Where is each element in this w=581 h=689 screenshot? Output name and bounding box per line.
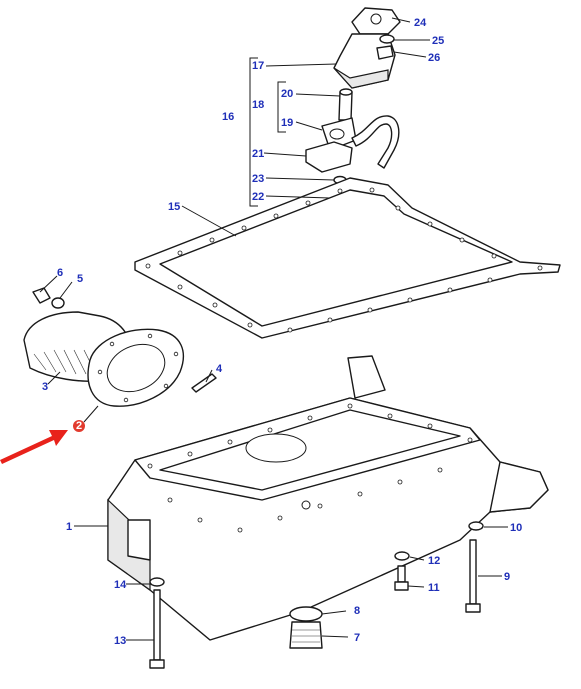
callout-14: 14 [114,579,127,591]
callout-3: 3 [42,381,48,393]
leader-lines [39,17,508,641]
callout-6: 6 [57,267,63,279]
callout-1: 1 [66,521,72,533]
part-13-bolt [153,589,161,661]
callout-2: 2 [76,420,82,432]
part-8-seal [289,606,323,622]
part-1-oil-pan [107,355,549,641]
part-26-nut [376,45,394,60]
callout-16: 16 [222,111,234,123]
part-6-nut [32,287,51,304]
callout-13: 13 [114,635,126,647]
callout-8: 8 [354,605,360,617]
oil-pickup-assembly [305,7,401,203]
callout-17: 17 [252,60,264,72]
group-brackets [249,57,286,207]
part-5-washer [51,297,65,309]
highlight-arrow-icon [0,430,68,464]
part-9-bolt [469,539,477,605]
callout-12: 12 [428,555,440,567]
callout-19: 19 [281,117,293,129]
part-7-drain-plug [289,621,323,649]
callout-15: 15 [168,201,180,213]
part-10-washer [468,521,484,531]
part-4-pin [191,373,217,393]
highlight-marker [0,405,99,464]
callout-25: 25 [432,35,444,47]
callout-5: 5 [77,273,83,285]
part-14-washer [149,577,165,587]
part-12-washer [394,551,410,561]
callout-4: 4 [216,363,223,375]
breather-tube-assembly [23,287,217,407]
highlight-badge-icon [73,420,85,432]
callout-26: 26 [428,52,440,64]
callout-23: 23 [252,173,264,185]
callout-20: 20 [281,88,293,100]
callout-9: 9 [504,571,510,583]
callout-24: 24 [414,17,427,29]
part-11-bolt [397,565,406,583]
callout-11: 11 [428,582,440,594]
callout-10: 10 [510,522,522,534]
pickup-pipe [351,115,400,169]
part-21-flange [305,141,353,173]
callout-18: 18 [252,99,264,111]
drain-plug-and-fasteners [149,521,484,669]
part-20-shaft [338,91,353,121]
callout-22: 22 [252,191,264,203]
callout-21: 21 [252,148,264,160]
callout-7: 7 [354,632,360,644]
part-25-washer [379,34,395,44]
part-15-gasket [134,177,561,339]
callout-labels: 1234567891011121314151617181920212223242… [42,17,522,647]
